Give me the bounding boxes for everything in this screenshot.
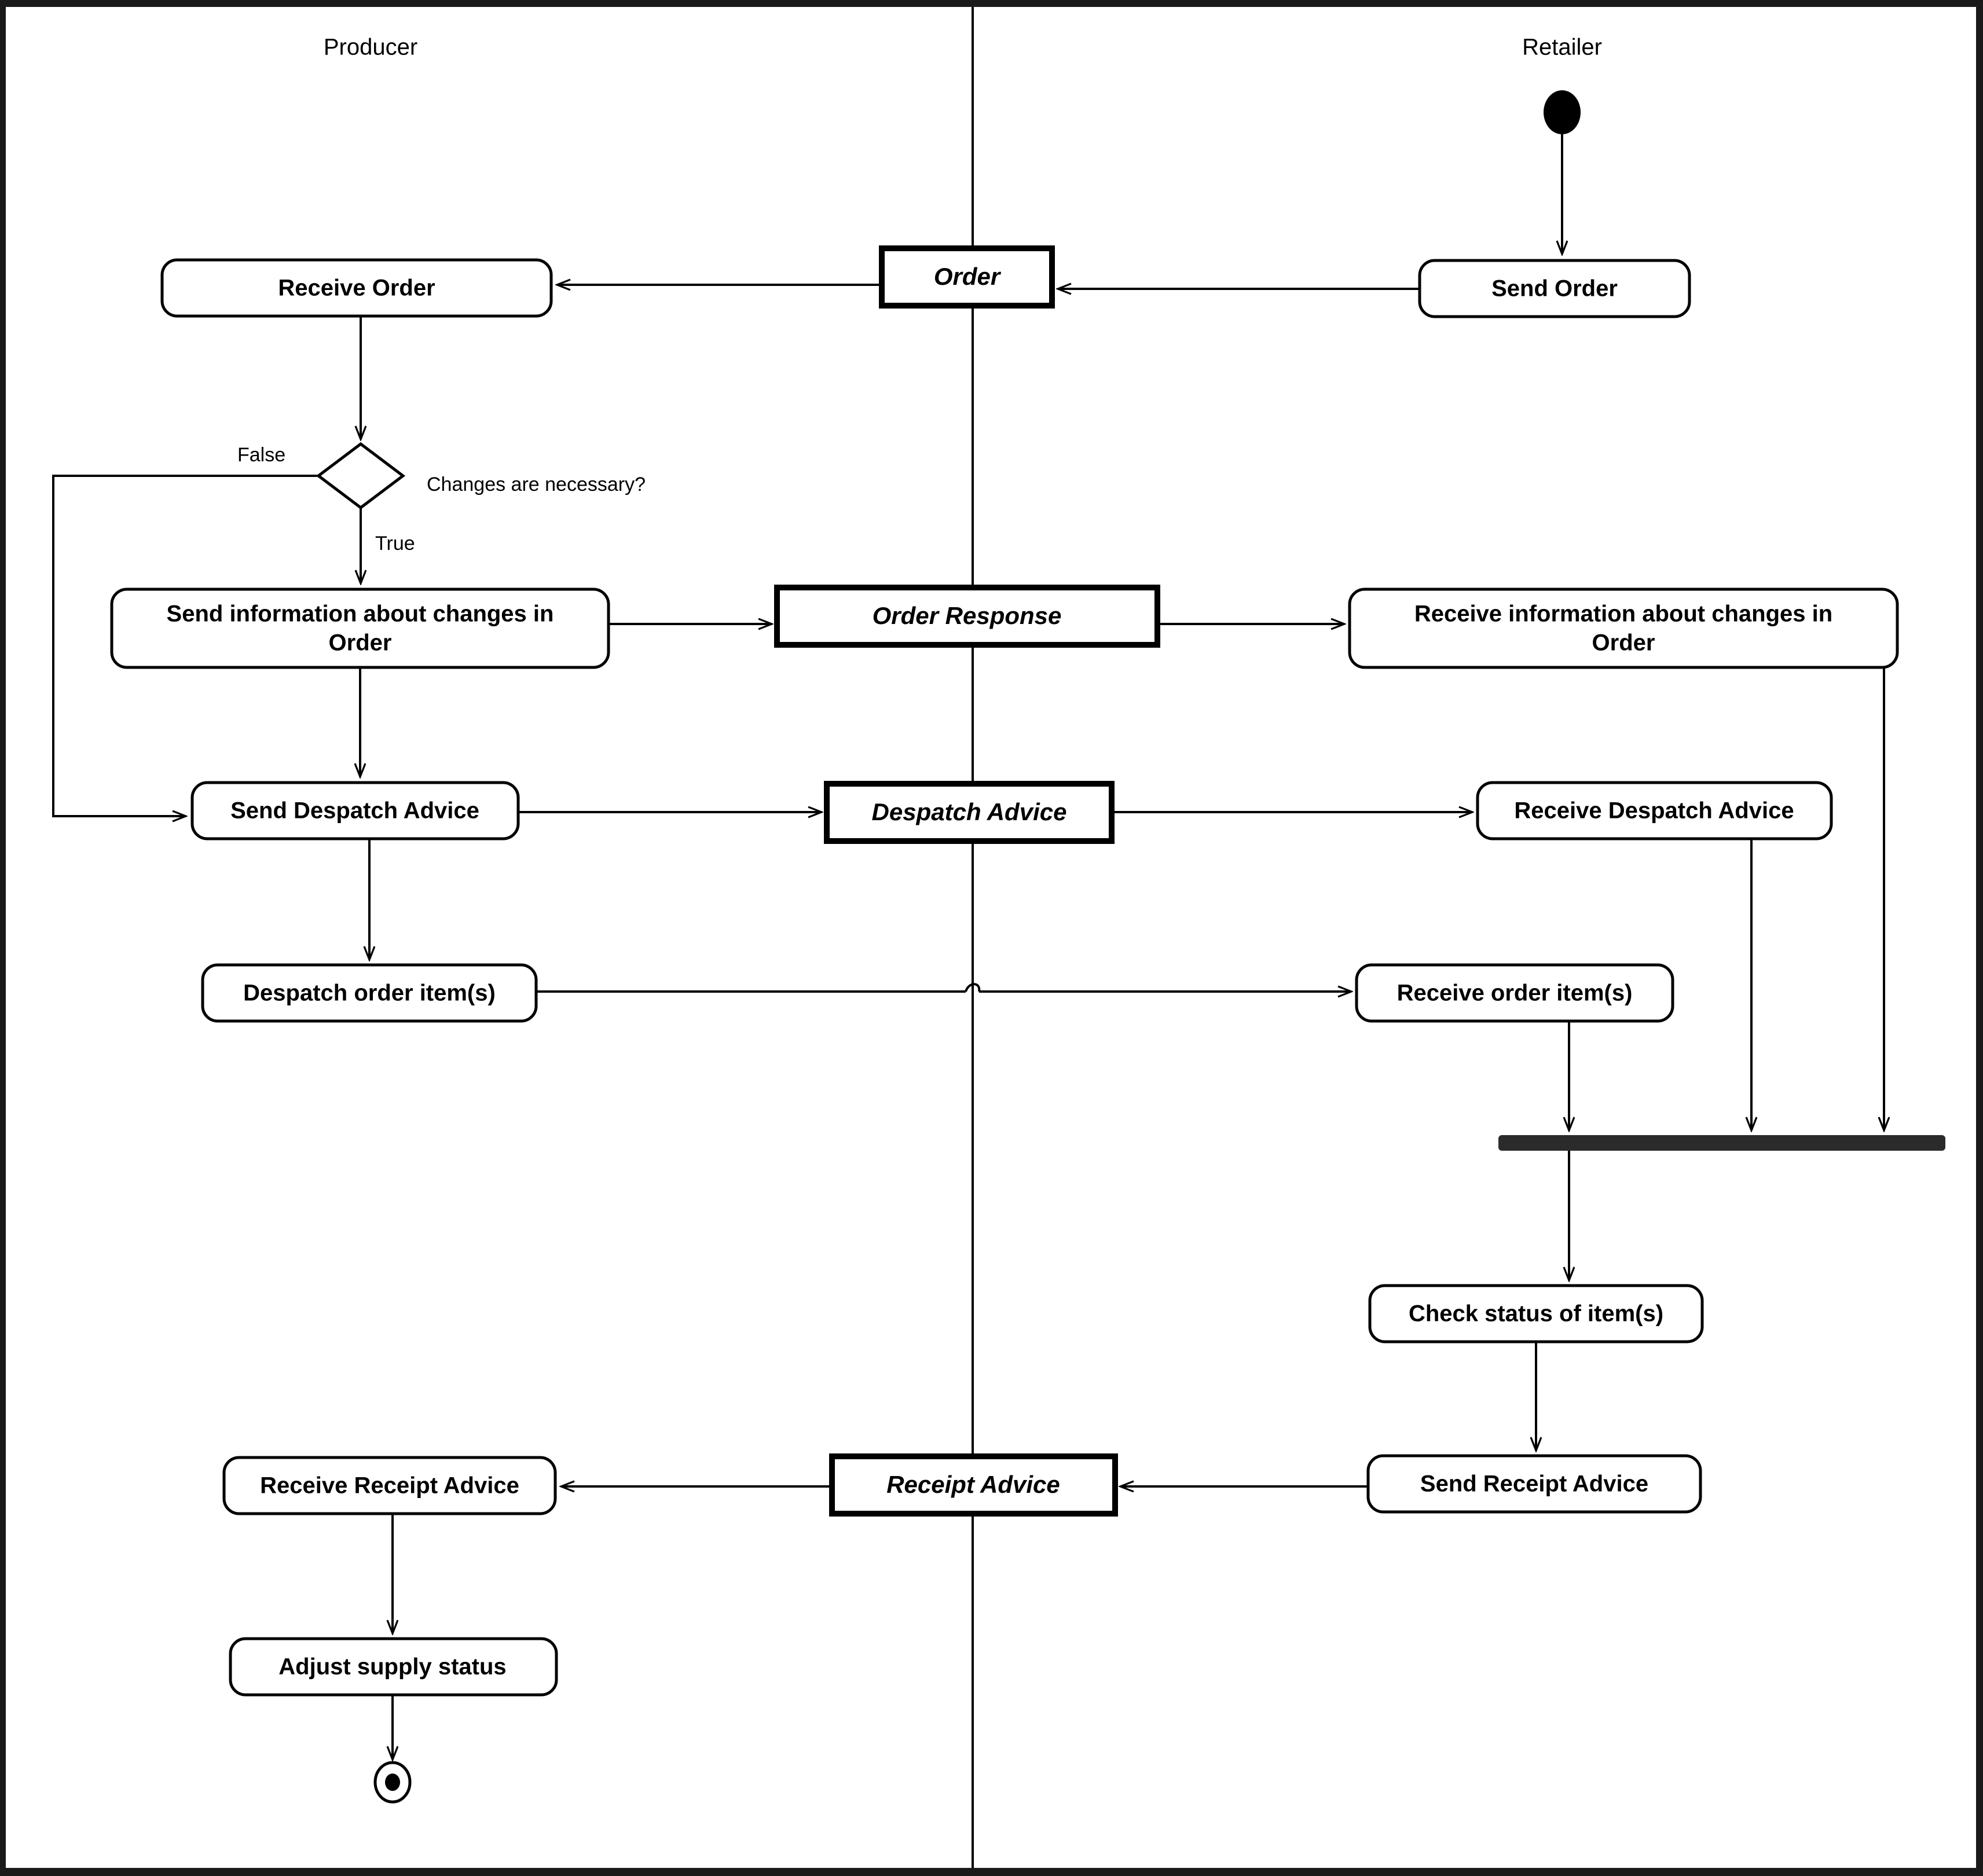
action-receive-order[interactable]: Receive Order [160,258,553,318]
action-receive-info-label-line2: Order [1592,630,1655,656]
action-receive-receipt-advice-label: Receive Receipt Advice [260,1473,519,1499]
action-send-receipt-advice[interactable]: Send Receipt Advice [1366,1454,1702,1514]
action-receive-information-about-changes[interactable]: Receive information about changes in Ord… [1348,588,1899,669]
lane-title-producer: Producer [324,35,417,60]
edge-decision-false [52,475,318,816]
final-node-icon [373,1761,412,1804]
diagram-canvas: Producer Retailer Send Order Order Recei… [6,7,1976,1868]
action-receive-despatch-advice[interactable]: Receive Despatch Advice [1476,781,1833,840]
signal-order-response-label: Order Response [873,602,1062,629]
action-send-order[interactable]: Send Order [1418,259,1691,318]
signal-order-response[interactable]: Order Response [774,585,1160,648]
action-adjust-supply-status-label: Adjust supply status [278,1654,506,1680]
action-send-despatch-advice[interactable]: Send Despatch Advice [190,781,520,840]
action-receive-order-label: Receive Order [278,276,435,301]
join-bar-node [1498,1135,1945,1151]
action-despatch-order-items-label: Despatch order item(s) [243,981,496,1006]
action-receive-receipt-advice[interactable]: Receive Receipt Advice [222,1456,557,1515]
action-send-information-about-changes[interactable]: Send information about changes in Order [110,588,610,669]
action-receive-despatch-advice-label: Receive Despatch Advice [1514,798,1794,824]
action-send-info-label-line2: Order [329,630,392,656]
action-adjust-supply-status[interactable]: Adjust supply status [229,1637,558,1697]
lane-title-retailer: Retailer [1522,35,1602,60]
action-send-info-label-line1: Send information about changes in [167,601,554,627]
action-receive-info-label-line1: Receive information about changes in [1414,601,1832,627]
action-check-status-of-items[interactable]: Check status of item(s) [1368,1284,1704,1343]
action-despatch-order-items[interactable]: Despatch order item(s) [201,963,538,1023]
signal-order-label: Order [934,263,1002,290]
action-send-despatch-advice-label: Send Despatch Advice [230,798,479,824]
activity-diagram-svg: Producer Retailer Send Order Order Recei… [52,7,1945,1868]
guard-label-true: True [375,533,415,555]
action-send-order-label: Send Order [1491,276,1618,302]
signal-receipt-advice[interactable]: Receipt Advice [829,1453,1118,1517]
action-receive-order-items-label: Receive order item(s) [1397,981,1633,1006]
signal-order[interactable]: Order [879,245,1055,309]
decision-changes-necessary[interactable] [316,442,406,510]
signal-despatch-advice-label: Despatch Advice [872,798,1067,825]
action-check-status-label: Check status of item(s) [1409,1301,1663,1327]
decision-question-label: Changes are necessary? [427,473,646,495]
line-hop-marker [965,983,981,992]
action-receive-order-items[interactable]: Receive order item(s) [1355,963,1674,1023]
initial-node-icon [1544,90,1581,134]
signal-despatch-advice[interactable]: Despatch Advice [824,781,1115,844]
action-send-receipt-advice-label: Send Receipt Advice [1420,1471,1648,1497]
signal-receipt-advice-label: Receipt Advice [886,1471,1060,1498]
guard-label-false: False [237,444,285,466]
